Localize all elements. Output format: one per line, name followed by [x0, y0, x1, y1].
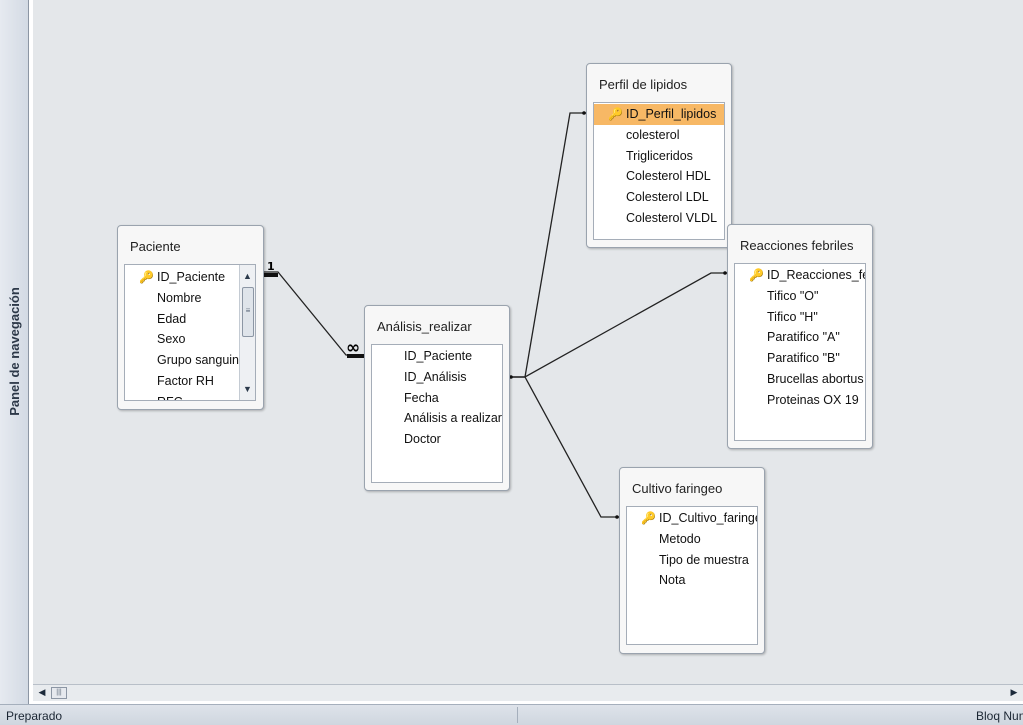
field-row[interactable]: Nombre: [157, 290, 202, 305]
field-row-key[interactable]: 🔑ID_Reacciones_febriles: [735, 265, 865, 286]
table-title: Paciente: [130, 239, 181, 254]
num-lock-indicator: Bloq Num: [976, 709, 1023, 723]
field-row[interactable]: Nota: [659, 573, 686, 588]
field-row[interactable]: Proteinas OX 19: [767, 392, 859, 407]
table-title: Reacciones febriles: [740, 238, 854, 253]
field-row[interactable]: Análisis a realizar: [404, 411, 502, 426]
field-row[interactable]: RFC: [125, 392, 255, 400]
field-row[interactable]: Edad: [157, 311, 187, 326]
key-icon: 🔑: [139, 270, 154, 284]
relationship-lines: 1 ∞: [262, 111, 727, 519]
field-row[interactable]: Paratifico "B": [767, 351, 840, 366]
field-row[interactable]: Colesterol LDL: [626, 190, 709, 205]
join-dot-cultivo: [615, 515, 619, 519]
status-text: Preparado: [6, 709, 63, 723]
field-row[interactable]: Tipo de muestra: [659, 552, 749, 567]
field-row[interactable]: Factor RH: [157, 373, 214, 388]
scroll-up-arrow-icon[interactable]: ▲: [243, 271, 252, 281]
table-perfil-lipidos[interactable]: Perfil de lipidos 🔑ID_Perfil_lipidos col…: [586, 63, 732, 248]
table-reacciones-febriles[interactable]: Reacciones febriles 🔑ID_Reacciones_febri…: [727, 224, 873, 449]
table-title: Perfil de lipidos: [599, 77, 688, 92]
field-row[interactable]: Brucellas abortus: [767, 371, 864, 386]
field-row[interactable]: Paratifico "A": [767, 330, 840, 345]
field-row[interactable]: Grupo sanguineo: [157, 353, 253, 368]
field-row[interactable]: Doctor: [404, 432, 441, 447]
key-icon: 🔑: [749, 268, 764, 282]
relationship-line-analisis-reacciones: [510, 272, 727, 378]
navigation-pane[interactable]: Panel de navegación: [0, 0, 29, 704]
field-row[interactable]: ID_Paciente: [404, 349, 473, 363]
field-list[interactable]: 🔑ID_Perfil_lipidos colesterol Trigliceri…: [593, 102, 725, 240]
join-dot-perfil: [582, 111, 586, 115]
relationships-canvas: 1 ∞ Paciente 🔑ID_Paciente Nombre Edad Se…: [33, 0, 1023, 684]
navigation-pane-label: Panel de navegación: [6, 286, 22, 416]
field-row[interactable]: Sexo: [157, 332, 186, 347]
scroll-thumb[interactable]: |||: [51, 687, 67, 699]
join-dot-reacciones: [723, 271, 727, 275]
field-row[interactable]: Colesterol VLDL: [626, 210, 718, 225]
field-row-key[interactable]: 🔑ID_Cultivo_faringeo: [627, 508, 757, 529]
horizontal-scrollbar[interactable]: ◀ ||| ▶: [33, 684, 1023, 701]
field-row[interactable]: Tifico "O": [767, 288, 819, 303]
field-row[interactable]: Tifico "H": [767, 309, 818, 324]
vertical-scrollbar[interactable]: ▲ ≡ ▼: [239, 265, 255, 400]
field-row[interactable]: Colesterol HDL: [626, 169, 711, 184]
status-bar: Preparado Bloq Num: [0, 704, 1023, 725]
key-icon: 🔑: [608, 107, 623, 121]
field-row[interactable]: Trigliceridos: [626, 148, 693, 163]
table-cultivo-faringeo[interactable]: Cultivo faringeo 🔑ID_Cultivo_faringeo Me…: [619, 467, 765, 654]
field-row[interactable]: ID_Análisis: [404, 369, 467, 384]
scroll-right-arrow-icon[interactable]: ▶: [1010, 687, 1018, 697]
field-row-key-selected[interactable]: 🔑ID_Perfil_lipidos: [594, 104, 724, 125]
field-list[interactable]: 🔑ID_Reacciones_febriles Tifico "O" Tific…: [734, 263, 866, 441]
field-list[interactable]: ID_Paciente ID_Análisis Fecha Análisis a…: [371, 344, 503, 483]
scroll-left-arrow-icon[interactable]: ◀: [38, 687, 46, 697]
key-icon: 🔑: [641, 511, 656, 525]
relationship-line-analisis-cultivo: [510, 376, 619, 518]
table-analisis-realizar[interactable]: Análisis_realizar ID_Paciente ID_Análisi…: [364, 305, 510, 491]
many-label: ∞: [346, 338, 360, 358]
table-title: Cultivo faringeo: [632, 481, 723, 496]
field-list[interactable]: 🔑ID_Paciente Nombre Edad Sexo Grupo sang…: [124, 264, 256, 401]
scroll-down-arrow-icon[interactable]: ▼: [243, 384, 252, 394]
field-row[interactable]: Metodo: [659, 531, 701, 546]
navigation-pane-label-wrap: Panel de navegación: [2, 268, 26, 434]
field-row[interactable]: colesterol: [626, 127, 680, 142]
status-divider: [517, 707, 518, 723]
field-row-key[interactable]: 🔑ID_Paciente: [125, 267, 255, 288]
field-row[interactable]: Fecha: [404, 390, 439, 405]
table-paciente[interactable]: Paciente 🔑ID_Paciente Nombre Edad Sexo G…: [117, 225, 264, 410]
field-list[interactable]: 🔑ID_Cultivo_faringeo Metodo Tipo de mues…: [626, 506, 758, 645]
join-dot-analisis: [509, 375, 513, 379]
one-label: 1: [267, 260, 275, 273]
relationship-line-analisis-perfil: [510, 112, 586, 378]
table-title: Análisis_realizar: [377, 319, 472, 334]
scroll-thumb[interactable]: ≡: [242, 287, 254, 337]
